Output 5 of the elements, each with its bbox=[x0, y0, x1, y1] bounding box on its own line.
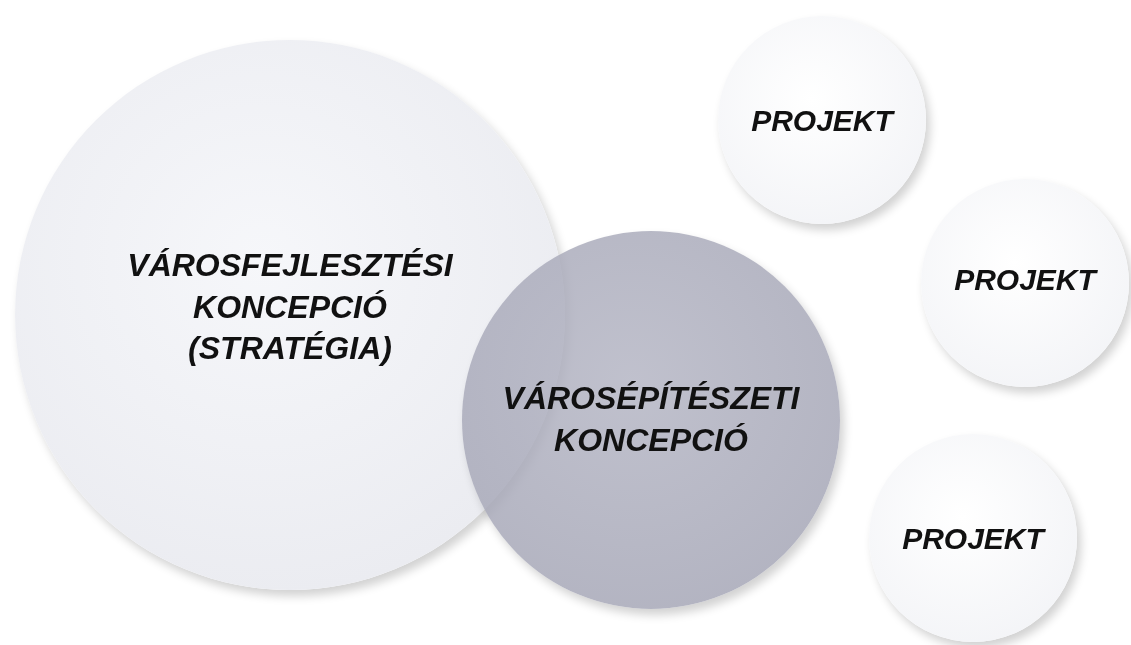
circle-label: PROJEKT bbox=[901, 520, 1047, 557]
circle-label: PROJEKT bbox=[953, 261, 1099, 298]
circle-label: PROJEKT bbox=[750, 102, 896, 139]
circle-label: VÁROSÉPÍTÉSZETI KONCEPCIÓ bbox=[501, 379, 801, 460]
circle-label: VÁROSFEJLESZTÉSI KONCEPCIÓ (STRATÉGIA) bbox=[126, 245, 454, 368]
